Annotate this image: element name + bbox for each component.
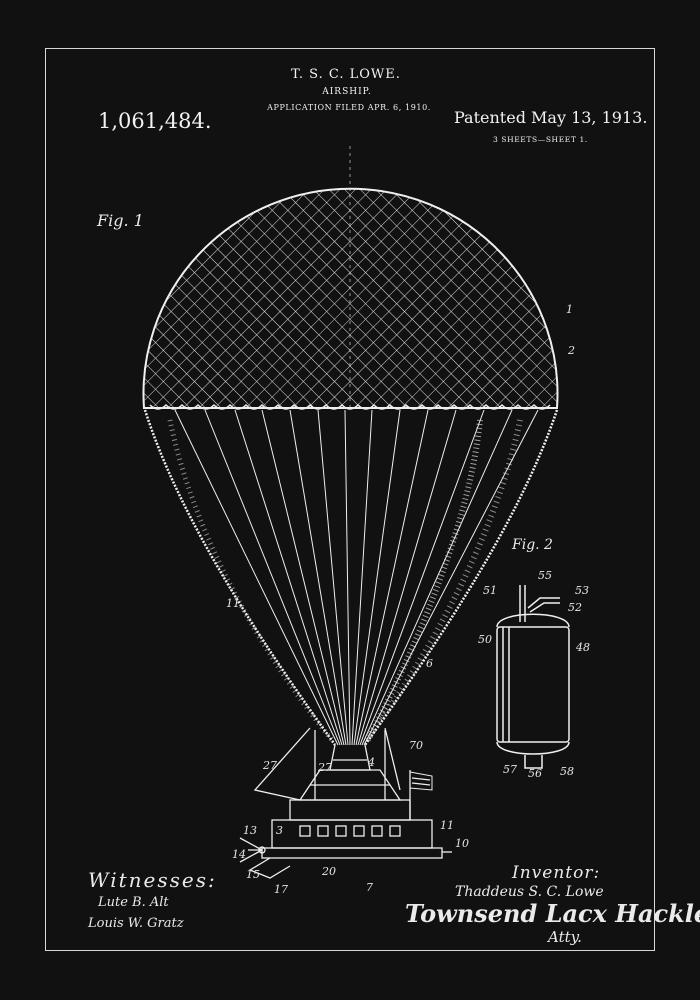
ref-numeral: 58: [560, 765, 574, 778]
inventor-name-header: T. S. C. LOWE.: [291, 67, 401, 82]
ref-numeral: 6: [426, 657, 433, 670]
ref-numeral: 2: [568, 344, 575, 357]
ref-numeral: 70: [409, 739, 423, 752]
attorney-abbreviation: Atty.: [548, 928, 582, 946]
car-windows: [299, 825, 401, 837]
fig2-cylinder: [496, 585, 570, 769]
witness-signature-2: Louis W. Gratz: [88, 916, 184, 931]
witness-signature-1: Lute B. Alt: [98, 895, 169, 910]
ref-numeral: 27: [318, 761, 332, 774]
ref-numeral: 57: [503, 763, 517, 776]
fig2-label: Fig. 2: [512, 537, 553, 553]
patent-number: 1,061,484.: [98, 109, 212, 133]
ref-numeral: 27: [263, 759, 277, 772]
ref-numeral: 10: [455, 837, 469, 850]
ref-numeral: 11: [440, 819, 454, 832]
ref-numeral: 53: [575, 584, 589, 597]
fig1-label: Fig. 1: [97, 211, 144, 230]
sheet-count: 3 SHEETS—SHEET 1.: [493, 135, 588, 144]
patented-date: Patented May 13, 1913.: [454, 108, 648, 127]
inventor-signature: Thaddeus S. C. Lowe: [455, 884, 604, 900]
invention-title: AIRSHIP.: [322, 87, 372, 97]
ref-numeral: 52: [568, 601, 582, 614]
ref-numeral: 4: [368, 756, 375, 769]
ref-numeral: 55: [538, 569, 552, 582]
attorney-signature: Townsend Lacx Hackley: [405, 899, 700, 928]
ref-numeral: 15: [246, 868, 260, 881]
ref-numeral: 3: [276, 824, 283, 837]
ref-numeral: 14: [232, 848, 246, 861]
ref-numeral: 51: [483, 584, 497, 597]
application-filed: APPLICATION FILED APR. 6, 1910.: [267, 103, 431, 112]
poster-frame: [45, 48, 655, 951]
ref-numeral: 13: [243, 824, 257, 837]
inventor-label: Inventor:: [512, 863, 601, 883]
ref-numeral: 56: [528, 767, 542, 780]
witnesses-label: Witnesses:: [88, 868, 217, 892]
ref-numeral: 7: [366, 881, 373, 894]
ref-numeral: 17: [274, 883, 288, 896]
ref-numeral: 1: [566, 303, 573, 316]
net-edge: [149, 403, 551, 410]
airship-car: [239, 727, 452, 879]
balloon-net: [142, 146, 559, 409]
ref-numeral: 20: [322, 865, 336, 878]
ref-numeral: 50: [478, 633, 492, 646]
ref-numeral: 48: [576, 641, 590, 654]
ref-numeral: 11: [226, 597, 240, 610]
balloon-envelope-lower: [143, 409, 559, 746]
